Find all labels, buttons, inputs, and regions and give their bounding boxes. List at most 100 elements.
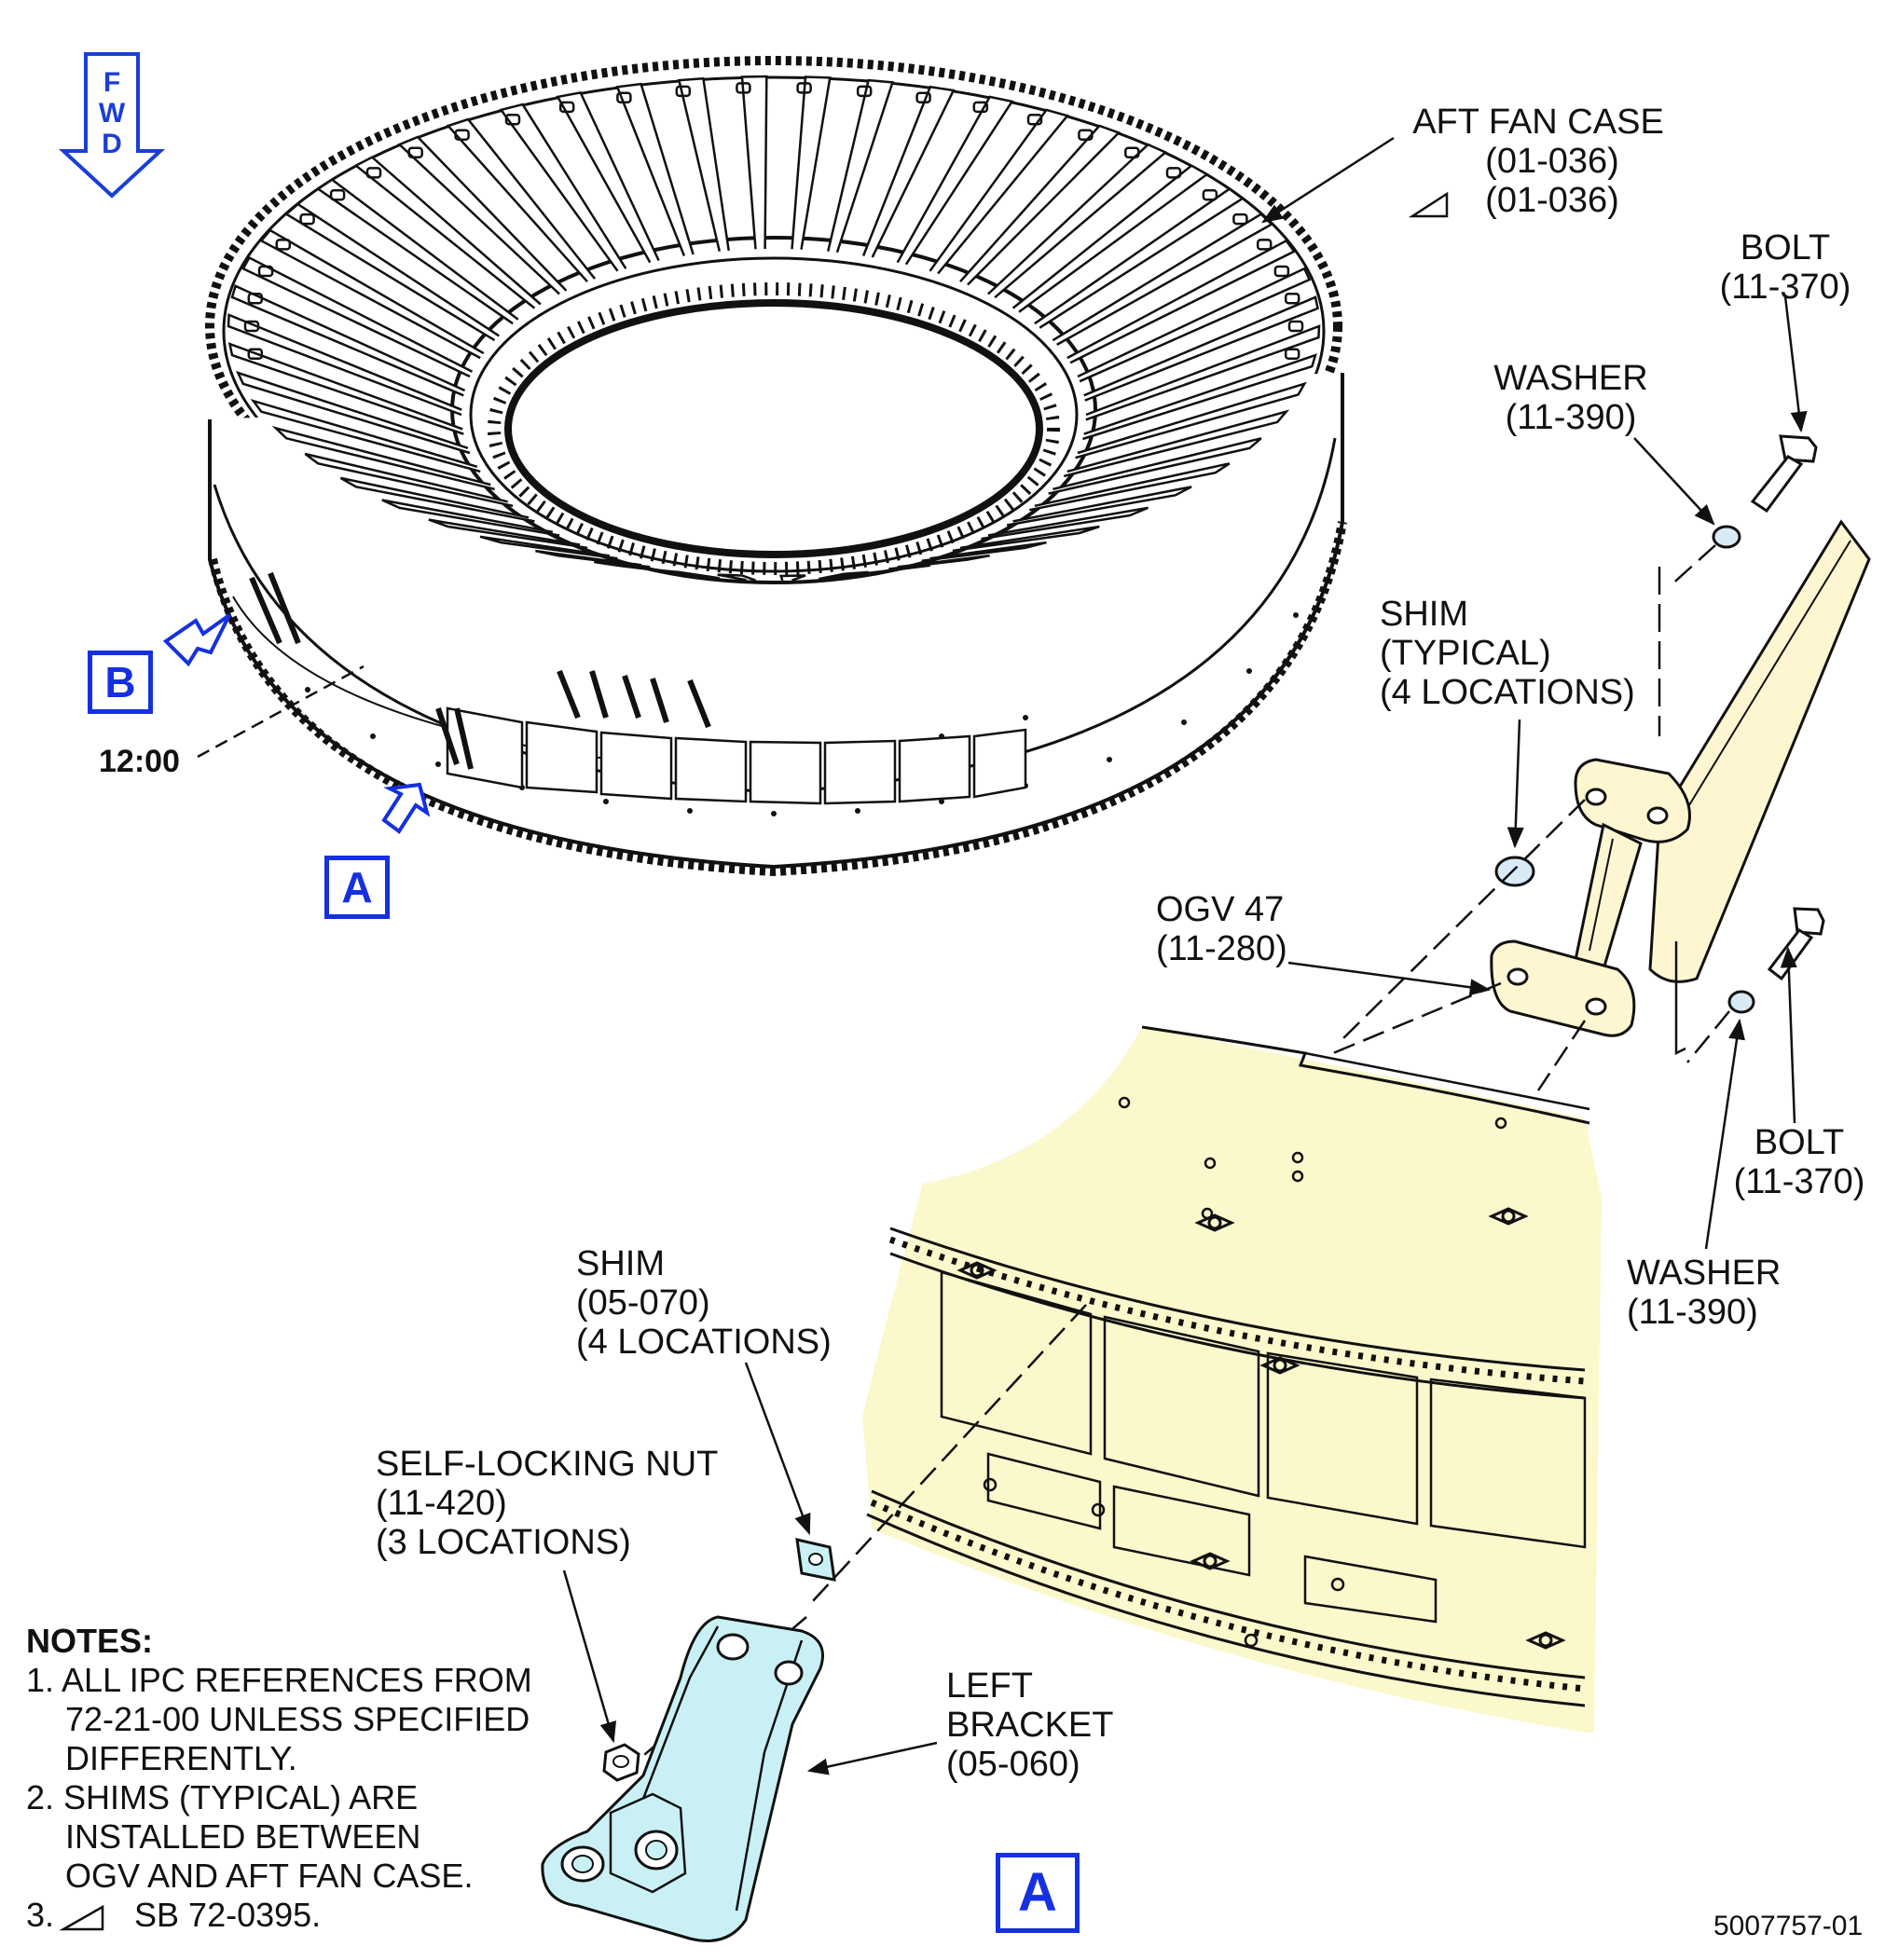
- ogv-vane: [428, 518, 588, 550]
- figure-id: 5007757-01: [1713, 1911, 1864, 1941]
- ogv-vane: [981, 506, 1149, 541]
- rim-pad: [329, 189, 346, 201]
- ogv-vane: [791, 75, 832, 250]
- rim-pad: [504, 114, 521, 126]
- left-bracket-label: LEFT BRACKET (05-060): [946, 1666, 1114, 1784]
- ogv-vane: [284, 202, 500, 342]
- rim-pad: [275, 239, 292, 251]
- case-section-fill: [862, 1027, 1602, 1734]
- rim-pad: [1202, 189, 1218, 201]
- ogv-vane: [499, 103, 627, 272]
- view-a-arrow: [381, 782, 431, 834]
- rim-pad: [1284, 348, 1300, 360]
- ogv-vane: [959, 124, 1121, 286]
- rim-pad: [856, 85, 873, 98]
- ogv-vane: [381, 499, 560, 537]
- ogv-vane: [1082, 353, 1317, 441]
- ogv-vane: [397, 135, 568, 295]
- fwd-arrow: [58, 52, 166, 199]
- ogv-vane: [717, 573, 756, 582]
- rim-pad: [1256, 239, 1273, 251]
- ogv-vane: [556, 90, 660, 264]
- ogv-vane: [594, 560, 685, 575]
- view-b-marker: B: [88, 651, 153, 714]
- rim-pad: [1078, 129, 1094, 141]
- front-acoustic-panels: [446, 706, 1027, 805]
- ogv-vane: [535, 549, 651, 569]
- band-brackets: [249, 571, 711, 770]
- washer-bottom-label: WASHER (11-390): [1627, 1254, 1782, 1332]
- aft-fan-case-assembly: [162, 56, 1449, 877]
- ogv-lower-platform: [1490, 939, 1636, 1037]
- ogv-vane: [921, 541, 1047, 563]
- notes-block: NOTES: 1. ALL IPC REFERENCES FROM 72-21-…: [26, 1622, 532, 1935]
- ogv-47-part: [1490, 519, 1871, 1056]
- ogv-vane: [929, 108, 1070, 275]
- washer-top-label: WASHER (11-390): [1493, 359, 1648, 437]
- self-locking-nut-label: SELF-LOCKING NUT (11-420) (3 LOCATIONS): [376, 1445, 719, 1562]
- note-2-line-3: OGV AND AFT FAN CASE.: [65, 1857, 474, 1895]
- detail-a-marker: A: [996, 1853, 1080, 1933]
- bracket-body: [541, 1615, 824, 1942]
- note-3-line: 3.SB 72-0395.: [26, 1896, 322, 1934]
- ogv-vane: [1075, 381, 1307, 459]
- washer-bottom: [1727, 990, 1755, 1014]
- ogv-vane: [677, 76, 730, 252]
- rim-mount-pads: [243, 82, 1304, 360]
- ogv-vane: [230, 284, 466, 397]
- ogv-vane: [259, 228, 485, 360]
- ogv-vane: [1006, 486, 1192, 527]
- ogv-vane: [854, 564, 930, 577]
- ogv-vane: [1077, 267, 1312, 383]
- ogv-vane: [235, 370, 471, 455]
- ogv-vane: [227, 313, 462, 417]
- note-1-line-3: DIFFERENTLY.: [65, 1739, 297, 1777]
- case-detail-section: [862, 1025, 1602, 1734]
- note3-delta-symbol: [59, 1904, 104, 1931]
- bolt-bottom: [1767, 907, 1825, 981]
- ogv-vane: [952, 525, 1100, 553]
- rim-pad: [1124, 146, 1140, 159]
- bolt-bottom-label: BOLT (11-370): [1733, 1123, 1865, 1201]
- ogv-vane: [353, 156, 542, 309]
- rim-pad: [972, 101, 989, 114]
- fwd-label: F W D: [98, 67, 126, 159]
- note-1-line-1: 1. ALL IPC REFERENCES FROM: [26, 1661, 532, 1699]
- bolt-top: [1750, 434, 1818, 514]
- rim-pad: [257, 265, 274, 278]
- ogv-vane: [778, 574, 806, 582]
- ogv-vane: [740, 75, 768, 250]
- aft-fan-case-label: AFT FAN CASE (01-036) (01-036): [1412, 103, 1664, 220]
- ogv-vane: [304, 452, 514, 508]
- inner-bore: [504, 299, 1043, 558]
- rim-pad: [616, 91, 632, 104]
- ogv-vane: [227, 342, 464, 435]
- nutplates: [956, 1207, 1566, 1650]
- ogv-airfoil: [1648, 519, 1871, 983]
- ogv-vane: [819, 570, 869, 581]
- rim-pad: [243, 320, 260, 333]
- clock-position-label: 12:00: [99, 744, 180, 779]
- rim-pad: [915, 91, 931, 104]
- ogv-vane: [888, 554, 990, 570]
- ogv-vane: [446, 117, 597, 283]
- ogv-47-label: OGV 47 (11-280): [1156, 890, 1287, 968]
- view-b-arrow: [162, 613, 231, 667]
- rim-pad: [796, 82, 812, 94]
- fan-case-lower-serrations: [208, 521, 1347, 877]
- washer-top: [1712, 525, 1741, 549]
- rim-pad: [1232, 212, 1248, 226]
- sb-delta-symbol: [1408, 191, 1449, 218]
- ogv-vane: [1048, 437, 1262, 495]
- ogv-vane: [271, 425, 495, 491]
- ogv-vane: [1034, 187, 1245, 329]
- rim-pad: [1026, 114, 1043, 126]
- ogv-vane: [861, 85, 956, 258]
- rim-pad: [1284, 293, 1300, 305]
- ogv-vane: [987, 143, 1168, 299]
- ogv-vane: [339, 476, 535, 523]
- rim-pad: [365, 167, 382, 179]
- ogv-vane: [1028, 462, 1231, 512]
- ogv-vane: [241, 255, 474, 378]
